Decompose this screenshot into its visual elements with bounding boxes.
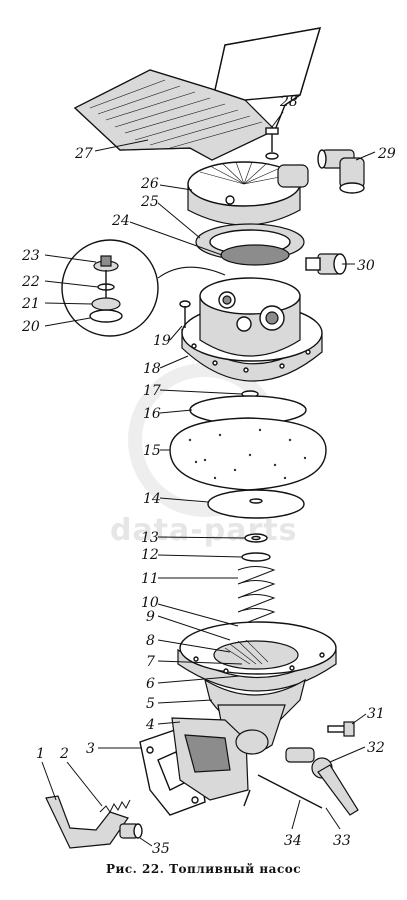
part-11-spring [237, 566, 276, 627]
callout-31: 31 [367, 706, 385, 722]
part-26-cover [187, 161, 309, 226]
part-28-screw [265, 127, 279, 160]
callout-24: 24 [111, 213, 130, 229]
callout-8: 8 [146, 633, 155, 649]
part-13-washer [244, 533, 268, 543]
callout-25: 25 [140, 194, 159, 210]
callout-5: 5 [146, 696, 155, 712]
part-29-elbow [317, 149, 365, 194]
callout-16: 16 [143, 406, 161, 422]
callout-17: 17 [143, 383, 161, 399]
callout-32: 32 [367, 740, 385, 756]
part-4-block [171, 717, 269, 801]
callout-12: 12 [141, 547, 159, 563]
part-35-bushing [119, 823, 143, 839]
callout-2: 2 [59, 746, 69, 762]
callout-labels: 1 2 3 4 5 6 7 8 9 10 11 12 13 14 15 16 1… [21, 94, 396, 857]
callout-29: 29 [377, 146, 396, 162]
part-31-bolt [327, 721, 355, 737]
callout-20: 20 [21, 319, 40, 335]
callout-3: 3 [86, 741, 95, 757]
part-1-lever [45, 795, 129, 849]
part-30-fitting [305, 253, 347, 275]
callout-18: 18 [143, 361, 161, 377]
part-33-axle [257, 774, 323, 809]
part-19-screw [179, 300, 191, 328]
part-24-strainer [220, 244, 290, 266]
callout-33: 33 [333, 833, 351, 849]
callout-23: 23 [21, 248, 40, 264]
part-12-cup [241, 552, 271, 562]
callout-26: 26 [140, 176, 159, 192]
callout-1: 1 [36, 746, 45, 762]
part-32-priming-lever [285, 747, 359, 816]
part-18-upper-body [181, 277, 323, 382]
callout-15: 15 [143, 443, 161, 459]
part-14-plate [207, 489, 305, 519]
callout-6: 6 [146, 676, 155, 692]
callout-34: 34 [284, 833, 302, 849]
figure-caption: Рис. 22. Топливный насос [105, 862, 302, 876]
callout-9: 9 [146, 609, 155, 625]
callout-leaders [41, 111, 376, 847]
callout-22: 22 [21, 274, 40, 290]
callout-4: 4 [145, 717, 155, 733]
valve-inset [61, 239, 226, 337]
callout-14: 14 [143, 491, 161, 507]
callout-21: 21 [21, 296, 40, 312]
callout-27: 27 [74, 146, 93, 162]
part-2-spring [99, 799, 131, 813]
part-15-diaphragm [169, 417, 327, 491]
callout-35: 35 [152, 841, 170, 857]
callout-13: 13 [141, 530, 159, 546]
callout-19: 19 [153, 333, 171, 349]
part-34-pin [243, 789, 251, 807]
part-27-shroud [73, 27, 321, 161]
callout-30: 30 [357, 258, 375, 274]
callout-10: 10 [141, 595, 159, 611]
callout-28: 28 [279, 94, 298, 110]
callout-11: 11 [141, 571, 159, 587]
callout-7: 7 [146, 654, 155, 670]
watermark-text: data-parts [110, 513, 297, 548]
